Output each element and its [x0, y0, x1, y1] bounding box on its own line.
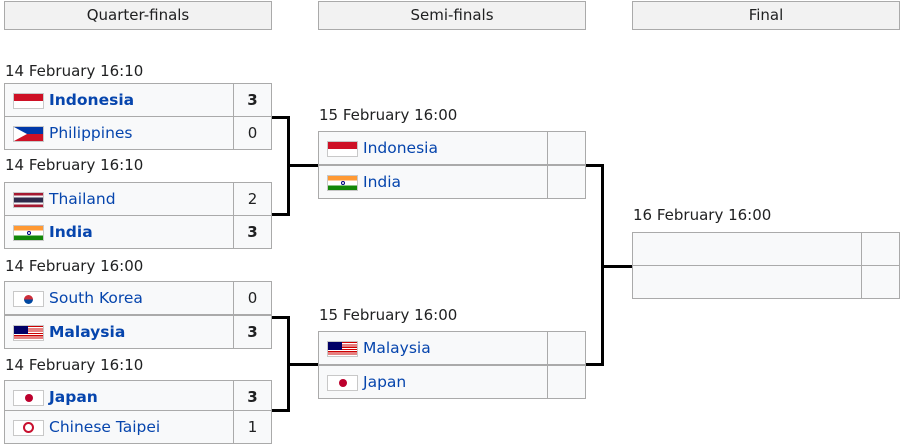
score-cell	[547, 331, 586, 365]
match-datetime: 14 February 16:10	[5, 62, 144, 80]
score-cell: 0	[233, 116, 272, 150]
team-link[interactable]: South Korea	[49, 289, 143, 307]
team-link[interactable]: Chinese Taipei	[49, 418, 161, 436]
flag-thailand-icon	[13, 192, 44, 208]
flag-indonesia-icon	[13, 93, 44, 109]
score-cell	[547, 165, 586, 199]
team-cell: Malaysia	[318, 331, 548, 365]
bracket-connector	[272, 213, 290, 216]
score-cell: 3	[233, 315, 272, 349]
score-cell: 0	[233, 281, 272, 315]
flag-japan-icon	[13, 390, 44, 406]
team-link[interactable]: Japan	[49, 388, 98, 406]
flag-malaysia-icon	[13, 325, 44, 341]
score-cell: 3	[233, 380, 272, 414]
team-cell: Indonesia	[318, 131, 548, 165]
team-cell: Chinese Taipei	[4, 410, 234, 444]
team-cell	[632, 265, 862, 299]
bracket-connector	[272, 116, 290, 119]
round-header-semi-finals: Semi-finals	[318, 1, 586, 30]
flag-malaysia-icon	[327, 341, 358, 357]
flag-indonesia-icon	[327, 141, 358, 157]
bracket-connector	[272, 409, 290, 412]
bracket-connector	[287, 164, 318, 167]
score-cell	[547, 131, 586, 165]
team-link[interactable]: India	[363, 173, 402, 191]
team-cell: Philippines	[4, 116, 234, 150]
team-link[interactable]: Malaysia	[49, 323, 126, 341]
bracket-connector	[287, 363, 318, 366]
team-link[interactable]: Thailand	[49, 190, 116, 208]
flag-chinese-taipei-icon	[13, 420, 44, 436]
score-cell	[861, 232, 900, 266]
flag-india-icon	[13, 225, 44, 241]
team-cell: Thailand	[4, 182, 234, 216]
bracket-connector	[272, 316, 290, 319]
team-cell: Malaysia	[4, 315, 234, 349]
team-link[interactable]: Malaysia	[363, 339, 431, 357]
team-cell: India	[4, 215, 234, 249]
team-link[interactable]: Philippines	[49, 124, 133, 142]
flag-japan-icon	[327, 375, 358, 391]
flag-philippines-icon	[13, 126, 44, 142]
team-cell: South Korea	[4, 281, 234, 315]
team-cell	[632, 232, 862, 266]
score-cell: 2	[233, 182, 272, 216]
round-header-final: Final	[632, 1, 900, 30]
match-datetime: 15 February 16:00	[319, 106, 458, 124]
flag-south-korea-icon	[13, 291, 44, 307]
match-datetime: 16 February 16:00	[633, 206, 772, 224]
team-link[interactable]: Indonesia	[49, 91, 135, 109]
team-link[interactable]: Japan	[363, 373, 407, 391]
team-cell: India	[318, 165, 548, 199]
match-datetime: 14 February 16:10	[5, 156, 144, 174]
team-cell: Japan	[318, 365, 548, 399]
score-cell	[861, 265, 900, 299]
team-link[interactable]: Indonesia	[363, 139, 438, 157]
flag-india-icon	[327, 175, 358, 191]
score-cell: 3	[233, 215, 272, 249]
match-datetime: 15 February 16:00	[319, 306, 458, 324]
team-link[interactable]: India	[49, 223, 93, 241]
match-datetime: 14 February 16:00	[5, 257, 144, 275]
team-cell: Japan	[4, 380, 234, 414]
score-cell: 1	[233, 410, 272, 444]
round-header-quarter-finals: Quarter-finals	[4, 1, 272, 30]
bracket-connector	[601, 265, 632, 268]
team-cell: Indonesia	[4, 83, 234, 117]
score-cell	[547, 365, 586, 399]
score-cell: 3	[233, 83, 272, 117]
bracket-connector	[586, 164, 604, 167]
match-datetime: 14 February 16:10	[5, 356, 144, 374]
bracket-connector	[586, 363, 604, 366]
